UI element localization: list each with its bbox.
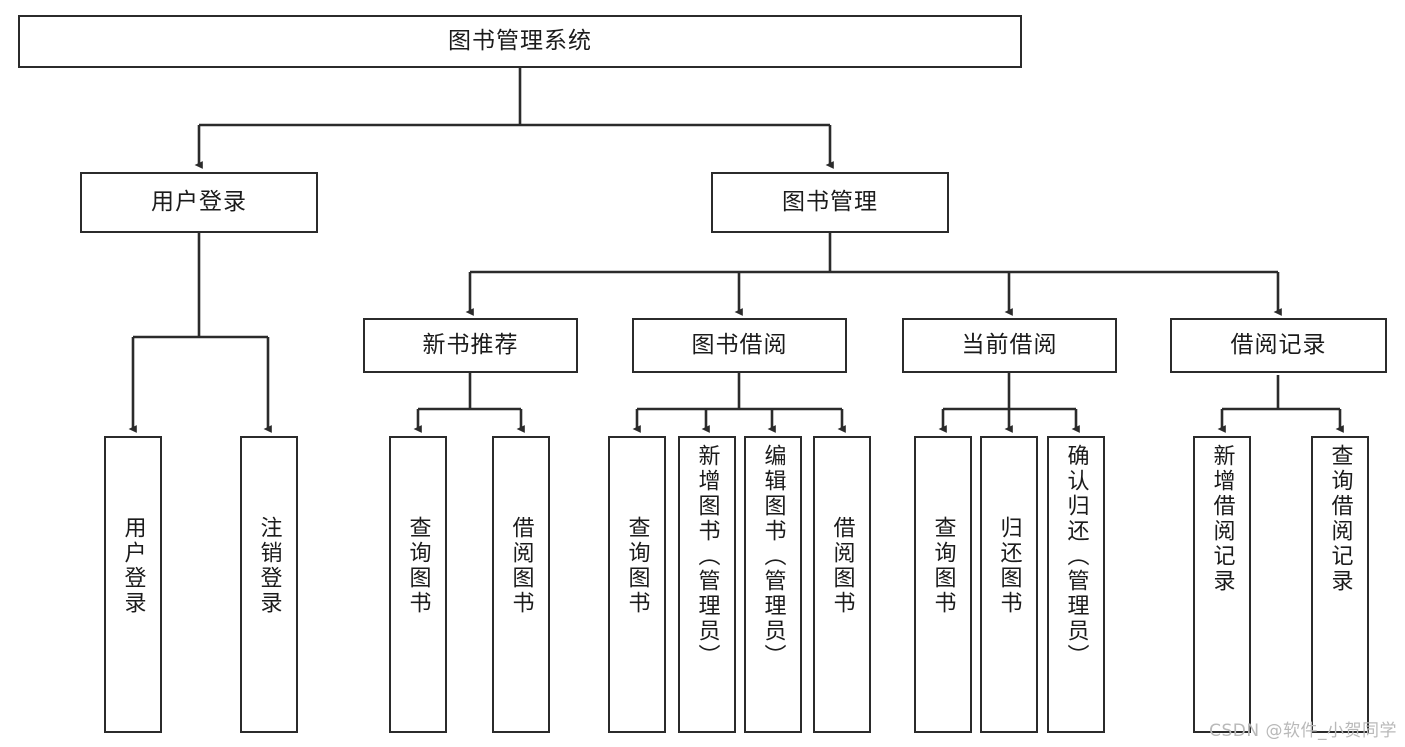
node-leaf-confirm-return-label: 确认归还（管理员） [1063, 444, 1089, 669]
node-leaf-add-book-label: 新增图书（管理员） [694, 444, 720, 669]
node-root-label: 图书管理系统 [448, 27, 592, 54]
node-leaf-add-book[interactable]: 新增图书（管理员） [678, 436, 736, 733]
node-leaf-borrow-book-1[interactable]: 借阅图书 [492, 436, 550, 733]
node-current-borrow-label: 当前借阅 [961, 331, 1058, 358]
node-leaf-confirm-return[interactable]: 确认归还（管理员） [1047, 436, 1105, 733]
node-new-book-rec-label: 新书推荐 [422, 331, 519, 358]
node-leaf-logout-login[interactable]: 注销登录 [240, 436, 298, 733]
node-leaf-logout-login-label: 注销登录 [256, 516, 282, 616]
node-leaf-query-book-1[interactable]: 查询图书 [389, 436, 447, 733]
node-borrow-record-label: 借阅记录 [1230, 331, 1327, 358]
node-book-manage[interactable]: 图书管理 [711, 172, 949, 233]
node-leaf-user-login[interactable]: 用户登录 [104, 436, 162, 733]
node-leaf-borrow-book-2[interactable]: 借阅图书 [813, 436, 871, 733]
node-root[interactable]: 图书管理系统 [18, 15, 1022, 68]
node-borrow-record[interactable]: 借阅记录 [1170, 318, 1387, 373]
node-leaf-add-record[interactable]: 新增借阅记录 [1193, 436, 1251, 733]
node-leaf-query-book-3-label: 查询图书 [930, 516, 956, 616]
node-book-manage-label: 图书管理 [782, 188, 878, 215]
node-leaf-query-record[interactable]: 查询借阅记录 [1311, 436, 1369, 733]
node-leaf-return-book-label: 归还图书 [996, 516, 1022, 616]
node-user-login-label: 用户登录 [151, 188, 247, 215]
node-leaf-query-book-2-label: 查询图书 [624, 516, 650, 616]
node-leaf-return-book[interactable]: 归还图书 [980, 436, 1038, 733]
node-user-login[interactable]: 用户登录 [80, 172, 318, 233]
node-leaf-edit-book[interactable]: 编辑图书（管理员） [744, 436, 802, 733]
node-leaf-borrow-book-1-label: 借阅图书 [508, 516, 534, 616]
node-book-borrow-label: 图书借阅 [691, 331, 788, 358]
node-leaf-query-record-label: 查询借阅记录 [1327, 444, 1353, 594]
node-leaf-add-record-label: 新增借阅记录 [1209, 444, 1235, 594]
node-leaf-query-book-3[interactable]: 查询图书 [914, 436, 972, 733]
node-current-borrow[interactable]: 当前借阅 [902, 318, 1117, 373]
node-leaf-query-book-1-label: 查询图书 [405, 516, 431, 616]
node-leaf-user-login-label: 用户登录 [120, 516, 146, 616]
node-leaf-borrow-book-2-label: 借阅图书 [829, 516, 855, 616]
csdn-watermark: CSDN @软件_小贺同学 [1209, 721, 1397, 741]
node-leaf-edit-book-label: 编辑图书（管理员） [760, 444, 786, 669]
node-new-book-rec[interactable]: 新书推荐 [363, 318, 578, 373]
node-book-borrow[interactable]: 图书借阅 [632, 318, 847, 373]
node-leaf-query-book-2[interactable]: 查询图书 [608, 436, 666, 733]
